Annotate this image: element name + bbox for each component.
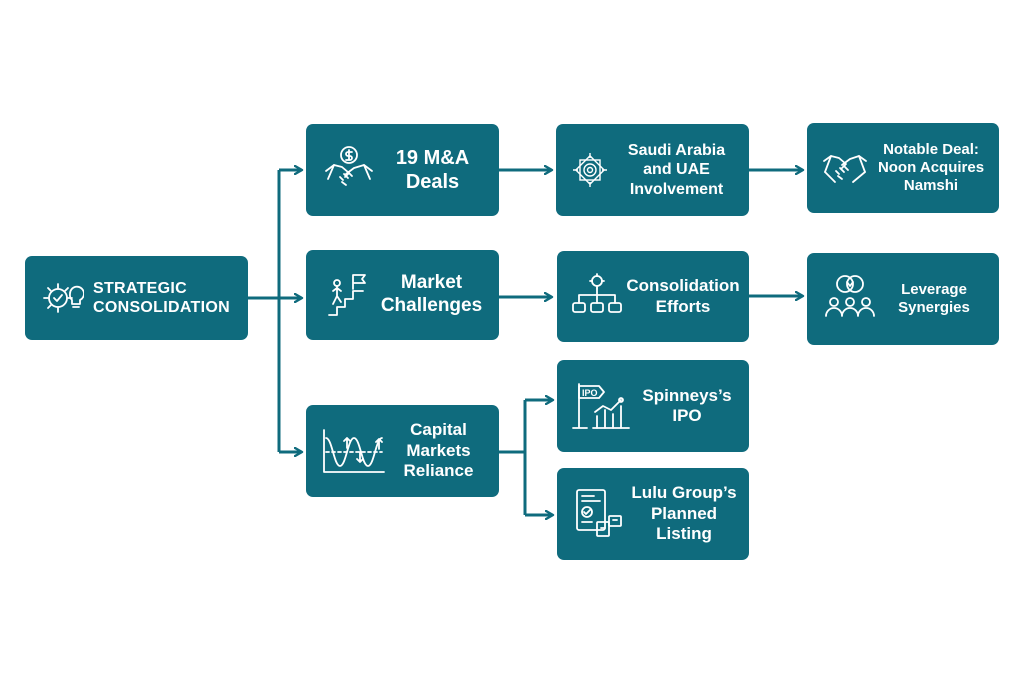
stairs-flag-icon bbox=[320, 271, 372, 319]
node-strategic-consolidation: STRATEGIC CONSOLIDATION bbox=[25, 256, 248, 340]
node-label: Capital Markets Reliance bbox=[403, 420, 474, 481]
node-spinneys-ipo: IPO Spinneys’s IPO bbox=[557, 360, 749, 452]
node-lulu-listing: Lulu Group’s Planned Listing bbox=[557, 468, 749, 560]
node-market-challenges: Market Challenges bbox=[306, 250, 499, 340]
node-leverage-synergies: Leverage Synergies bbox=[807, 253, 999, 345]
org-chart-icon bbox=[569, 271, 625, 323]
ipo-sign-icon: IPO bbox=[569, 378, 635, 434]
node-saudi-uae: Saudi Arabia and UAE Involvement bbox=[556, 124, 749, 216]
gear-bulb-icon bbox=[37, 276, 87, 320]
node-notable-deal: Notable Deal: Noon Acquires Namshi bbox=[807, 123, 999, 213]
node-ma-deals: 19 M&A Deals bbox=[306, 124, 499, 216]
listing-document-icon bbox=[569, 486, 627, 542]
arabesque-pattern-icon bbox=[568, 151, 612, 189]
node-label: STRATEGIC CONSOLIDATION bbox=[93, 279, 230, 316]
node-consolidation-efforts: Consolidation Efforts bbox=[557, 251, 749, 342]
node-label: Spinneys’s IPO bbox=[642, 385, 732, 425]
svg-text:IPO: IPO bbox=[582, 388, 598, 398]
node-label: Leverage Synergies bbox=[898, 281, 970, 316]
handshake-dollar-icon bbox=[320, 143, 378, 197]
node-capital-markets: Capital Markets Reliance bbox=[306, 405, 499, 497]
market-wave-icon bbox=[320, 428, 388, 474]
node-label: 19 M&A Deals bbox=[395, 147, 470, 193]
node-label: Lulu Group’s Planned Listing bbox=[631, 483, 737, 544]
team-sync-icon bbox=[821, 272, 879, 326]
node-label: Saudi Arabia and UAE Involvement bbox=[627, 142, 726, 198]
node-label: Market Challenges bbox=[380, 272, 483, 316]
handshake-icon bbox=[819, 147, 871, 189]
node-label: Consolidation Efforts bbox=[626, 276, 740, 316]
node-label: Notable Deal: Noon Acquires Namshi bbox=[877, 141, 985, 194]
